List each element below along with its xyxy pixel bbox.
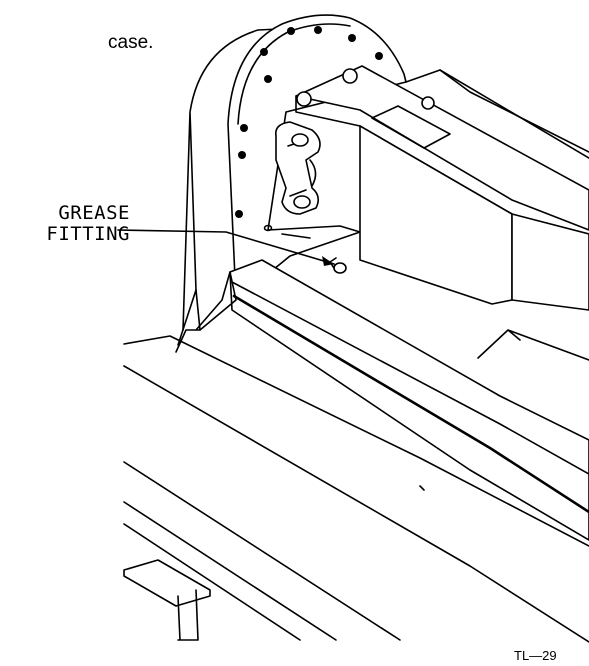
intro-text-fragment: case. [108, 32, 154, 53]
deck-line-2 [123, 461, 401, 641]
top-housing [295, 65, 589, 231]
deck-bracket-post [177, 589, 199, 641]
callout-arrowhead [322, 256, 334, 266]
housing-bolt-2 [342, 68, 358, 84]
small-fitting [263, 224, 273, 232]
front-rail-shadow [232, 294, 589, 514]
callout-line-2: FITTING [46, 223, 130, 245]
housing-extension [511, 213, 589, 311]
fitting-dash [281, 233, 311, 239]
figure-id-label: TL—29 [514, 648, 557, 663]
rail-support-wedge [477, 329, 589, 361]
callout-leader-line [117, 229, 335, 265]
housing-bolt-3 [421, 96, 435, 110]
deck-line-1 [123, 365, 589, 643]
front-rail-top [231, 281, 589, 475]
side-plate-inner-edge [237, 23, 351, 125]
frame-post [175, 271, 237, 353]
grease-fitting-callout: GREASE FITTING [10, 203, 130, 245]
housing-front-face [359, 125, 513, 305]
housing-label-plate [371, 105, 451, 149]
surface-mark [419, 485, 425, 491]
deck-upper-edge [123, 335, 589, 547]
bearing-assembly [274, 121, 321, 215]
deck-line-3 [123, 501, 337, 641]
grease-fitting [329, 257, 347, 274]
deck-bracket [123, 559, 211, 607]
side-plate-bolts [235, 26, 383, 218]
housing-bolt-1 [296, 91, 312, 107]
rear-side-plate-edge [177, 289, 197, 346]
callout-line-1: GREASE [58, 202, 130, 224]
deck-line-4 [123, 523, 301, 641]
belt-shield-edge-lower [439, 69, 589, 159]
